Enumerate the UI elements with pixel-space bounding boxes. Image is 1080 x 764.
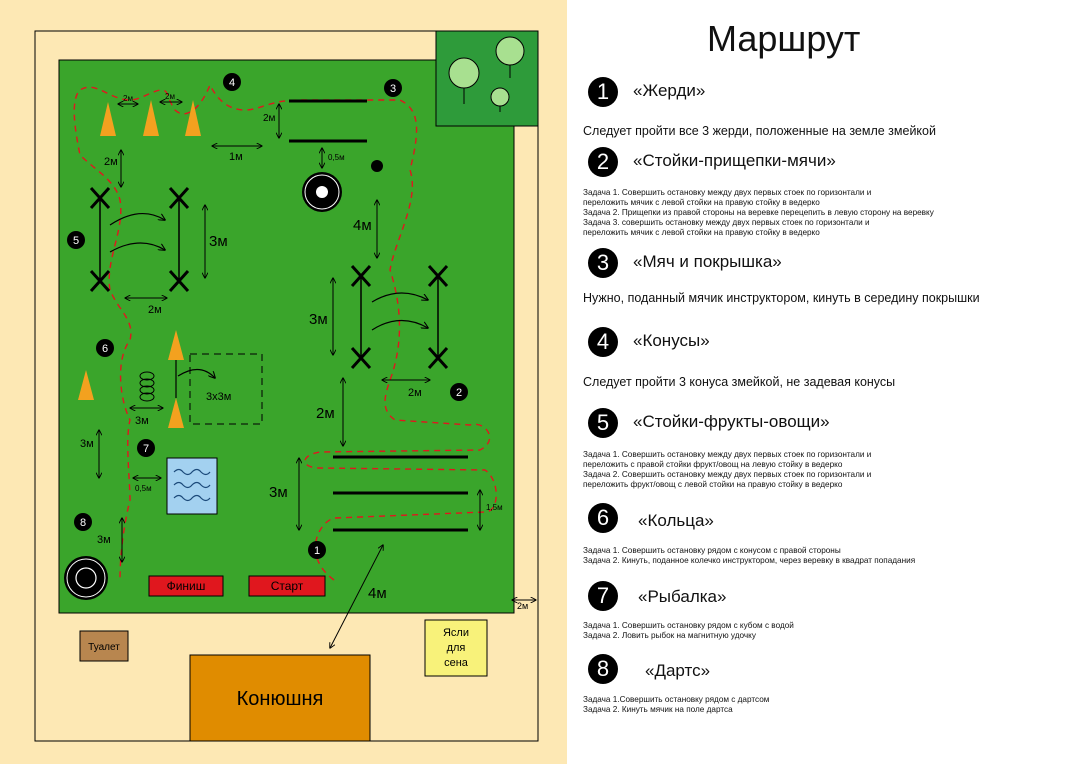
station-5-badge: 5 (588, 408, 618, 438)
dim-label: 3м (135, 415, 149, 427)
dim-label: 3м (97, 534, 111, 546)
rings-station-6 (78, 330, 263, 428)
station-1-title: «Жерди» (633, 81, 706, 100)
station-5-task-line: переложить фрукт/овощ с левой стойки на … (583, 480, 843, 489)
dim-label: 2м (517, 601, 528, 611)
station-4-title: «Конусы» (633, 331, 710, 350)
station-6-task-line: Задача 2. Кинуть, поданное колечко инстр… (583, 556, 916, 565)
dim-label: 2м (148, 304, 162, 316)
dim-label: 2м (104, 156, 118, 168)
map-marker-5: 5 (73, 235, 79, 247)
dim-label: 3м (80, 438, 94, 450)
station-2-task-line: переложить мячик с левой стойки на праву… (583, 228, 820, 237)
station-3-title: «Мяч и покрышка» (633, 252, 782, 271)
station-6-task-line: Задача 1. Совершить остановку рядом с ко… (583, 546, 841, 555)
dim-label: 4м (353, 217, 372, 234)
posts-station-5 (89, 186, 190, 293)
station-5-task-line: Задача 1. Совершить остановку между двух… (583, 450, 872, 459)
poles-top (289, 99, 367, 143)
tire-station-3 (302, 160, 383, 212)
map-marker-7: 7 (143, 443, 149, 455)
route-title: Маршрут (707, 18, 861, 59)
arena-map: 2м 2м 2м 1м 0,5м 2м 3м 2м 4м 3м 2м 3х3м … (0, 0, 567, 764)
station-6-title: «Кольца» (638, 511, 714, 530)
station-7-task-line: Задача 1. Совершить остановку рядом с ку… (583, 621, 794, 630)
station-7-task-line: Задача 2. Ловить рыбок на магнитную удоч… (583, 631, 756, 640)
dim-label: 3х3м (206, 391, 231, 403)
hay-label-line1: Ясли (443, 627, 469, 639)
station-4-desc: Следует пройти 3 конуса змейкой, не заде… (583, 375, 896, 389)
station-2-task-line: Задача 2. Прищепки из правой стороны на … (583, 208, 934, 217)
map-station-markers: 1 2 3 4 5 6 7 8 (67, 73, 468, 559)
hay-feeder (424, 619, 488, 677)
station-5-task-line: переложить с правой стойки фрукт/овощ на… (583, 460, 843, 469)
map-marker-2: 2 (456, 387, 462, 399)
station-6-badge: 6 (588, 503, 618, 533)
dim-label: 3м (269, 484, 288, 501)
station-8-badge: 8 (588, 654, 618, 684)
hay-label-line2: для (447, 642, 466, 654)
arcs-station-2 (371, 292, 428, 331)
station-1-badge: 1 (588, 77, 618, 107)
dim-label: 2м (408, 387, 422, 399)
finish-label: Финиш (167, 579, 206, 593)
station-5-title: «Стойки-фрукты-овощи» (633, 412, 830, 431)
poles-station-1 (333, 455, 468, 532)
dim-label: 2м (263, 113, 276, 124)
stable-building (189, 654, 371, 742)
arcs-station-5 (109, 213, 165, 253)
dim-label: 4м (368, 585, 387, 602)
station-1-desc: Следует пройти все 3 жерди, положенные н… (583, 124, 936, 138)
hay-label-line3: сена (444, 657, 469, 669)
dim-label: 3м (309, 311, 328, 328)
dim-label: 0,5м (135, 484, 152, 493)
station-2-task-line: переложить мячик с левой стойки на праву… (583, 198, 820, 207)
trees (435, 30, 539, 127)
posts-station-2 (350, 264, 449, 370)
dim-label: 0,5м (328, 153, 345, 162)
map-marker-1: 1 (314, 545, 320, 557)
map-marker-4: 4 (229, 77, 235, 89)
station-2-badge: 2 (588, 147, 618, 177)
toilet-building (79, 630, 129, 662)
station-8-title: «Дартс» (645, 661, 711, 680)
map-marker-3: 3 (390, 83, 396, 95)
map-marker-6: 6 (102, 343, 108, 355)
dim-label: 1м (229, 151, 243, 163)
station-7-title: «Рыбалка» (638, 587, 727, 606)
darts-station-8 (64, 556, 108, 600)
dim-label: 2м (316, 405, 335, 422)
dim-label: 2м (123, 94, 133, 103)
map-marker-8: 8 (80, 517, 86, 529)
station-5-task-line: Задача 2. Совершить остановку между двух… (583, 470, 872, 479)
stable-label: Конюшня (237, 688, 324, 710)
route-path (73, 83, 497, 581)
dim-label: 1,5м (486, 503, 503, 512)
station-2-task-line: Задача 1. Совершить остановку между двух… (583, 188, 872, 197)
station-4-badge: 4 (588, 327, 618, 357)
water-cube-station-7 (166, 457, 218, 515)
dim-label: 3м (209, 233, 228, 250)
start-sign (248, 575, 326, 597)
dim-label: 2м (165, 92, 175, 101)
station-8-task-line: Задача 2. Кинуть мячик на поле дартса (583, 705, 733, 714)
station-2-task-line: Задача 3. совершить остановку между двух… (583, 218, 870, 227)
station-8-task-line: Задача 1.Совершить остановку рядом с дар… (583, 695, 770, 704)
station-2-title: «Стойки-прищепки-мячи» (633, 151, 836, 170)
finish-sign (148, 575, 224, 597)
toilet-label: Туалет (88, 642, 120, 653)
cones-station-4 (100, 100, 201, 136)
station-7-badge: 7 (588, 581, 618, 611)
start-label: Старт (271, 579, 304, 593)
station-3-desc: Нужно, поданный мячик инструктором, кину… (583, 291, 980, 305)
station-3-badge: 3 (588, 248, 618, 278)
dimension-lines (99, 102, 536, 648)
